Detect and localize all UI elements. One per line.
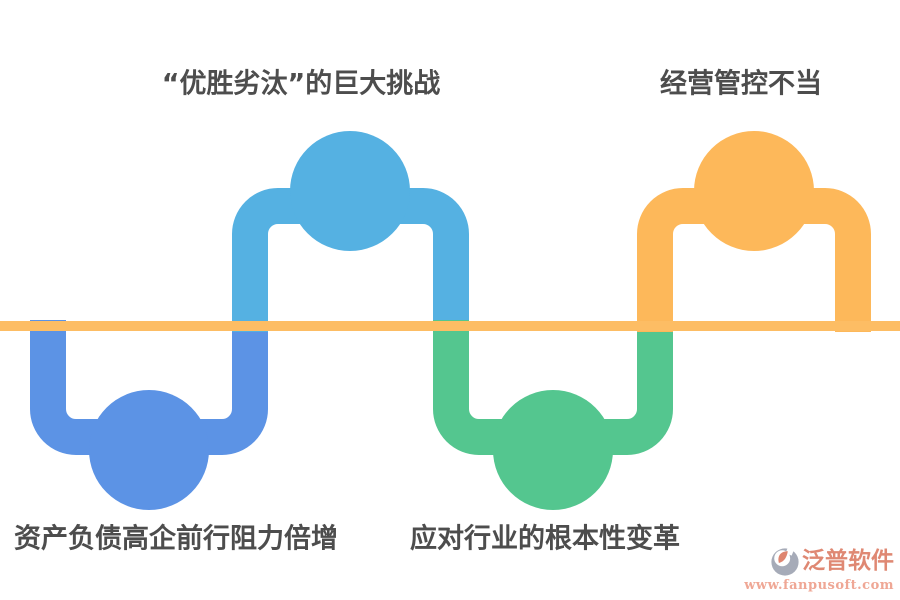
- peak-circle-right: [694, 131, 814, 251]
- brand-watermark: 泛普软件 www.fanpusoft.com: [744, 547, 894, 593]
- brand-url: www.fanpusoft.com: [744, 578, 894, 593]
- label-top-left: “优胜劣汰”的巨大挑战: [161, 68, 441, 100]
- trough-circle-right: [493, 390, 613, 510]
- baseline: [0, 321, 900, 331]
- peak-circle-left: [290, 131, 410, 251]
- trough-circle-left: [89, 390, 209, 510]
- label-top-right: 经营管控不当: [660, 68, 822, 100]
- brand-name: 泛普软件: [802, 548, 894, 575]
- label-bottom-center: 应对行业的根本性变革: [410, 523, 680, 555]
- label-bottom-left: 资产负债高企前行阻力倍增: [14, 523, 338, 555]
- fanpu-logo-icon: [771, 547, 799, 576]
